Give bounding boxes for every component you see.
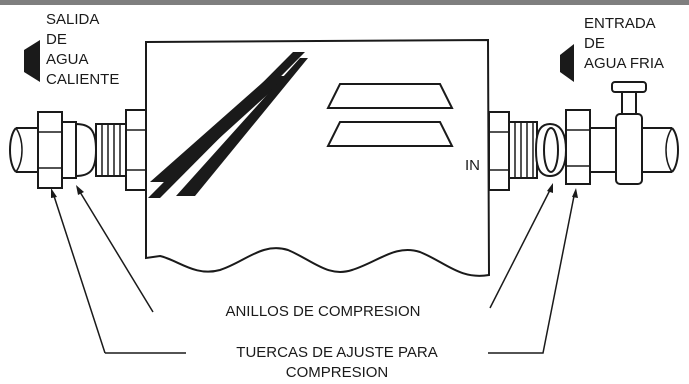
inlet-label-line3: AGUA FRIA xyxy=(584,55,664,72)
outlet-pipe-assembly xyxy=(9,109,147,191)
inlet-label-line2: DE xyxy=(584,35,605,52)
outlet-label: SALIDA DE AGUA CALIENTE xyxy=(46,11,119,88)
inlet-label: ENTRADA DE AGUA FRIA xyxy=(584,15,664,72)
heater-body xyxy=(145,38,491,277)
inlet-pipe-assembly xyxy=(488,81,679,191)
outlet-label-line1: SALIDA xyxy=(46,11,99,28)
outlet-label-line3: AGUA xyxy=(46,51,89,68)
pointer-lines xyxy=(51,183,578,354)
brand-stripe: TITAN xyxy=(148,52,308,198)
outlet-arrow-icon xyxy=(24,40,40,82)
top-border xyxy=(0,0,689,5)
compression-rings-label: ANILLOS DE COMPRESION xyxy=(225,303,420,320)
inlet-label-line1: ENTRADA xyxy=(584,15,656,32)
vent-slots xyxy=(326,83,454,147)
outlet-label-line2: DE xyxy=(46,31,67,48)
outlet-label-line4: CALIENTE xyxy=(46,71,119,88)
in-marker: IN xyxy=(465,157,480,174)
adjust-nuts-label-line1: TUERCAS DE AJUSTE PARA xyxy=(236,344,437,361)
inlet-arrow-icon xyxy=(560,44,574,82)
adjust-nuts-label-line2: COMPRESION xyxy=(286,364,389,381)
